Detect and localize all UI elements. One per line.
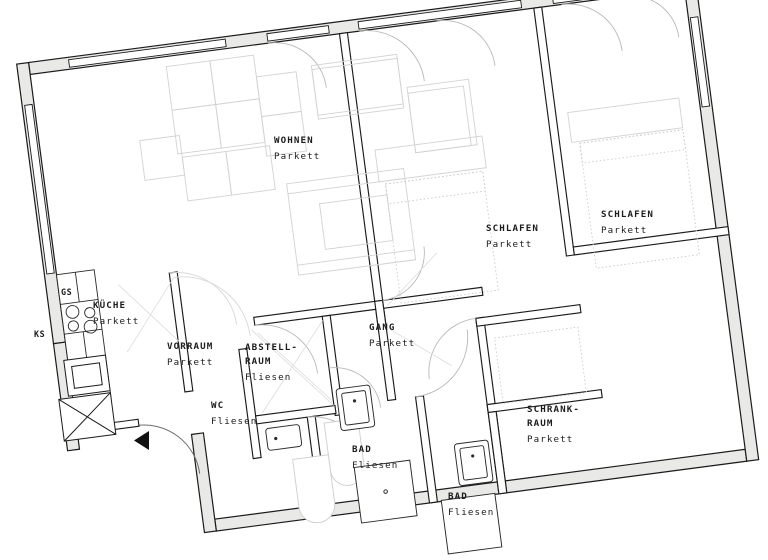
room-floor-bad-1: Fliesen	[352, 460, 398, 471]
room-floor-gang: Parkett	[369, 338, 415, 349]
room-label-wc: WC Fliesen	[211, 400, 257, 427]
room-name-vorraum: VORRAUM	[167, 341, 213, 352]
room-name-bad-2: BAD	[448, 491, 468, 502]
cooktop-burners	[65, 305, 98, 334]
construction-lines	[118, 252, 452, 414]
room-name-wc: WC	[211, 400, 224, 411]
appliance-label-gs: GS	[61, 287, 72, 297]
room-name-gang: GANG	[369, 322, 396, 333]
room-floor-schlafen-1: Parkett	[486, 239, 532, 250]
room-name-wohnen: WOHNEN	[274, 135, 314, 146]
room-name-schrankraum-2: RAUM	[527, 418, 554, 429]
room-floor-abstellraum: Fliesen	[245, 372, 291, 383]
room-label-bad-2: BAD Fliesen	[448, 491, 494, 518]
room-floor-schrankraum: Parkett	[527, 434, 573, 445]
bathroom-fixtures	[265, 384, 503, 555]
room-floor-kueche: Parkett	[93, 316, 139, 327]
appliance-label-ks: KS	[34, 329, 45, 339]
bedroom-furniture	[384, 129, 700, 405]
room-label-gang: GANG Parkett	[369, 322, 415, 349]
room-name-kueche: KÜCHE	[93, 300, 126, 311]
room-floor-schlafen-2: Parkett	[601, 225, 647, 236]
room-name-bad-1: BAD	[352, 444, 372, 455]
entry-door	[136, 424, 201, 474]
room-floor-vorraum: Parkett	[167, 357, 213, 368]
window-openings	[24, 0, 711, 275]
room-label-abstellraum: ABSTELL- RAUM Fliesen	[245, 342, 298, 383]
room-floor-bad-2: Fliesen	[448, 507, 494, 518]
entrance-arrow-icon	[134, 431, 149, 450]
room-label-vorraum: VORRAUM Parkett	[167, 341, 213, 368]
room-label-wohnen: WOHNEN Parkett	[274, 135, 320, 162]
oven-unit	[63, 354, 111, 397]
room-name-abstellraum-2: RAUM	[245, 356, 272, 367]
room-label-bad-1: BAD Fliesen	[352, 444, 398, 471]
room-floor-wc: Fliesen	[211, 416, 257, 427]
room-name-schlafen-2: SCHLAFEN	[601, 209, 654, 220]
refrigerator-ks	[58, 392, 117, 442]
room-name-schrankraum: SCHRANK-	[527, 404, 580, 415]
room-label-schlafen-1: SCHLAFEN Parkett	[486, 223, 539, 250]
room-labels: WOHNEN Parkett SCHLAFEN Parkett SCHLAFEN…	[93, 135, 654, 518]
appliance-labels: GS KS	[34, 287, 72, 339]
room-name-schlafen-1: SCHLAFEN	[486, 223, 539, 234]
door-swings	[169, 0, 680, 461]
room-name-abstellraum: ABSTELL-	[245, 342, 298, 353]
room-floor-wohnen: Parkett	[274, 151, 320, 162]
room-label-schlafen-2: SCHLAFEN Parkett	[601, 209, 654, 236]
room-label-kueche: KÜCHE Parkett	[93, 300, 139, 327]
interior-walls	[168, 6, 730, 517]
bedroom-furniture-solid	[374, 97, 684, 183]
room-label-schrankraum: SCHRANK- RAUM Parkett	[527, 404, 580, 445]
